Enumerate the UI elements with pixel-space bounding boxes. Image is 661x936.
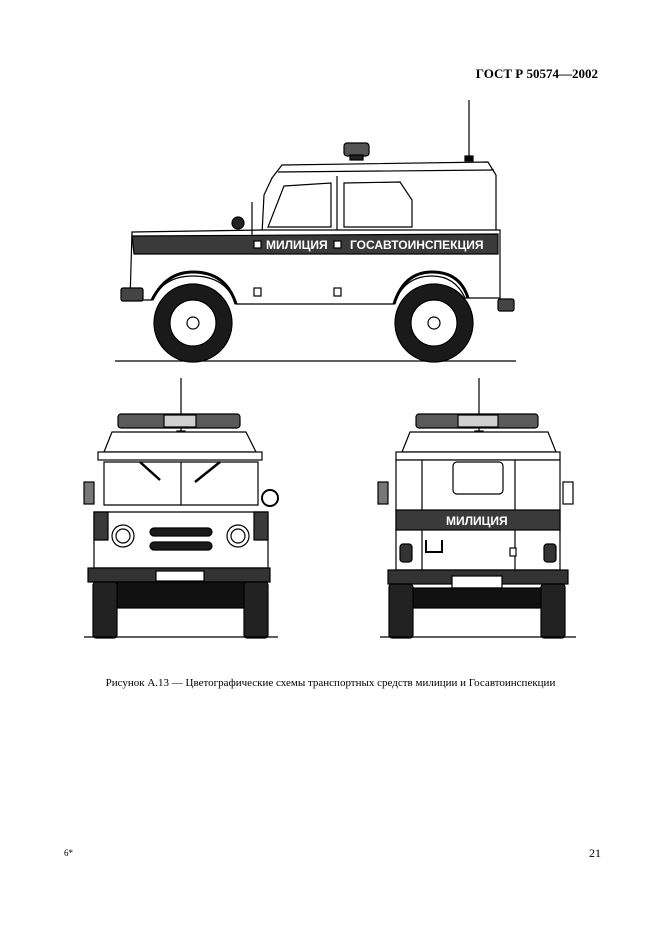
- side-rear-window: [343, 181, 413, 228]
- rear-tire-left: [388, 583, 414, 639]
- side-band-label-right: ГОСАВТОИНСПЕКЦИЯ: [350, 238, 484, 252]
- figure-caption: Рисунок А.13 — Цветографические схемы тр…: [105, 677, 556, 689]
- rear-door-handle: [425, 540, 443, 553]
- front-underbody: [109, 581, 255, 609]
- front-roof: [103, 431, 257, 453]
- side-rear-wheel: [394, 283, 474, 363]
- side-roof-line: [277, 169, 495, 173]
- rear-lamp-right: [543, 543, 557, 563]
- side-beacon-base: [349, 154, 364, 161]
- side-view: [115, 100, 516, 363]
- front-tire-left: [92, 581, 118, 639]
- rear-view: [377, 378, 576, 639]
- rear-mirror-left: [377, 481, 389, 505]
- side-handle-front: [253, 287, 262, 297]
- front-band-sides: [93, 511, 269, 541]
- rear-color-band: [395, 509, 561, 531]
- front-grille-bottom: [149, 541, 213, 551]
- front-plate: [155, 570, 205, 582]
- rear-tire-right: [540, 583, 566, 639]
- rear-window: [452, 461, 504, 495]
- footer-mark: 6*: [64, 848, 73, 858]
- front-view: [83, 378, 279, 639]
- side-band-label-left: МИЛИЦИЯ: [266, 238, 328, 252]
- front-roof-edge: [97, 451, 263, 461]
- standard-number: ГОСТ Р 50574—2002: [475, 66, 598, 81]
- rear-underbody: [409, 587, 547, 609]
- front-mirror-left: [83, 481, 95, 505]
- side-marker-front: [253, 240, 262, 249]
- side-rear-bumper: [497, 298, 515, 312]
- rear-marker: [509, 547, 517, 557]
- front-grille-top: [149, 527, 213, 537]
- front-mirror-right: [261, 489, 279, 507]
- side-front-bumper: [120, 287, 144, 302]
- side-front-window: [267, 182, 332, 228]
- side-roof-beacon: [343, 142, 370, 157]
- rear-mirror-right: [562, 481, 574, 505]
- rear-roof: [401, 431, 557, 453]
- page-number: 21: [589, 846, 601, 860]
- side-marker-rear: [333, 240, 342, 249]
- rear-lamp-left: [399, 543, 413, 563]
- side-color-band: [131, 233, 499, 255]
- rear-roof-edge: [395, 451, 561, 461]
- rear-band-label: МИЛИЦИЯ: [446, 514, 508, 528]
- side-handle-rear: [333, 287, 342, 297]
- side-mirror: [231, 216, 245, 230]
- rear-plate: [451, 575, 503, 589]
- front-tire-right: [243, 581, 269, 639]
- side-antenna-base: [464, 155, 474, 162]
- side-front-wheel: [153, 283, 233, 363]
- front-wipers: [139, 461, 221, 483]
